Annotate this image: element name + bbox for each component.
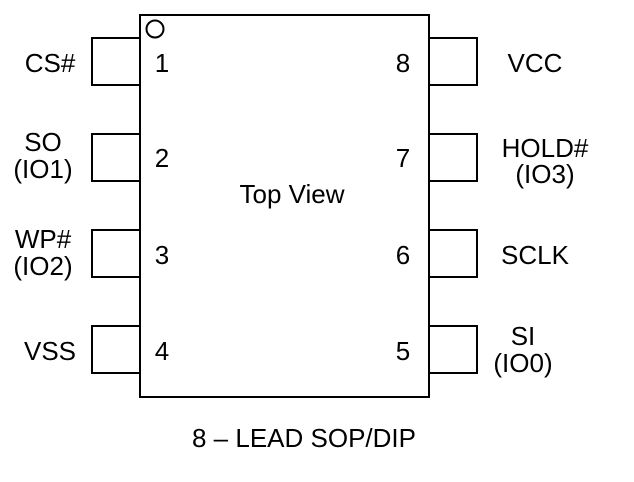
view-label: Top View	[239, 179, 344, 209]
pin-number-7: 7	[396, 143, 410, 173]
pin-name-7: HOLD#	[502, 133, 589, 163]
pin-alt-5: (IO0)	[493, 348, 552, 378]
pin1-marker-icon	[145, 19, 165, 39]
pin-name-3: WP#	[15, 224, 72, 254]
pin-stub-4	[91, 325, 141, 374]
pin-name-2: SO	[24, 127, 62, 157]
pin-name-1: CS#	[25, 48, 76, 78]
pin-stub-3	[91, 229, 141, 278]
pin-name-8: VCC	[508, 48, 563, 78]
pin-stub-2	[91, 133, 141, 182]
pin-stub-7	[428, 133, 478, 182]
pin-name-5: SI	[511, 321, 536, 351]
pin-alt-2: (IO1)	[13, 154, 72, 184]
pin-number-5: 5	[396, 336, 410, 366]
pin-alt-7: (IO3)	[515, 159, 574, 189]
pin-stub-5	[428, 325, 478, 374]
pin-stub-8	[428, 37, 478, 86]
pin-stub-6	[428, 229, 478, 278]
pin-name-6: SCLK	[501, 240, 570, 270]
pin-number-8: 8	[396, 48, 410, 78]
pin-stub-1	[91, 37, 141, 86]
pin-name-4: VSS	[24, 336, 76, 366]
pin-number-3: 3	[155, 240, 169, 270]
pin-number-4: 4	[155, 336, 169, 366]
chip-body	[139, 14, 430, 398]
pin-number-2: 2	[155, 143, 169, 173]
pin-number-1: 1	[155, 48, 169, 78]
package-caption: 8 – LEAD SOP/DIP	[192, 423, 416, 453]
pin-number-6: 6	[396, 240, 410, 270]
pin-alt-3: (IO2)	[13, 251, 72, 281]
